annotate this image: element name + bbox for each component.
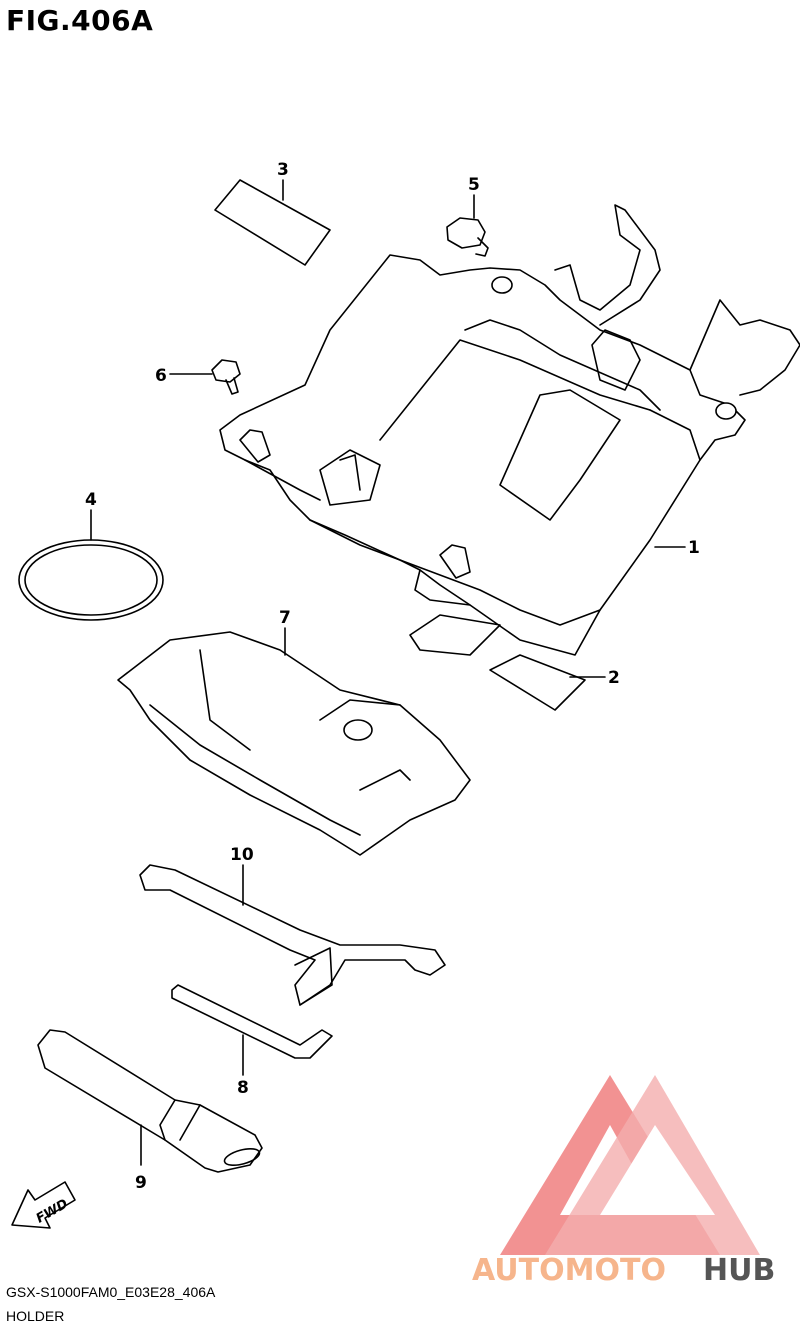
callout-3: 3 [277, 160, 289, 180]
watermark-logo-icon [500, 1075, 760, 1255]
model-code: GSX-S1000FAM0_E03E28_406A [6, 1284, 216, 1300]
callout-6: 6 [155, 366, 167, 386]
watermark-brand-part2: HUB [703, 1253, 775, 1288]
part-3-sticker [214, 179, 331, 266]
part-1-holder [219, 204, 800, 656]
callout-5: 5 [468, 175, 480, 195]
forward-arrow-icon: FWD [11, 1181, 76, 1229]
callout-10: 10 [230, 845, 254, 865]
part-5-bolt [446, 217, 489, 257]
watermark-brand-part1: AUTOMOTO [472, 1253, 666, 1288]
part-1-pad [409, 614, 501, 656]
part-9-screwdriver [37, 1029, 263, 1173]
callout-8: 8 [237, 1078, 249, 1098]
callout-2: 2 [608, 668, 620, 688]
figure-title: FIG.406A [6, 4, 154, 37]
part-8-hex-key [171, 984, 333, 1059]
part-4-ring [18, 539, 164, 621]
callout-4: 4 [85, 490, 97, 510]
callout-1: 1 [688, 538, 700, 558]
part-group: HOLDER [6, 1308, 65, 1324]
part-7-tool-bag [117, 631, 471, 856]
callout-9: 9 [135, 1173, 147, 1193]
part-10-spanner [139, 864, 446, 1006]
part-6-screw [211, 359, 241, 395]
callout-7: 7 [279, 608, 291, 628]
part-2-sticker [489, 654, 586, 711]
